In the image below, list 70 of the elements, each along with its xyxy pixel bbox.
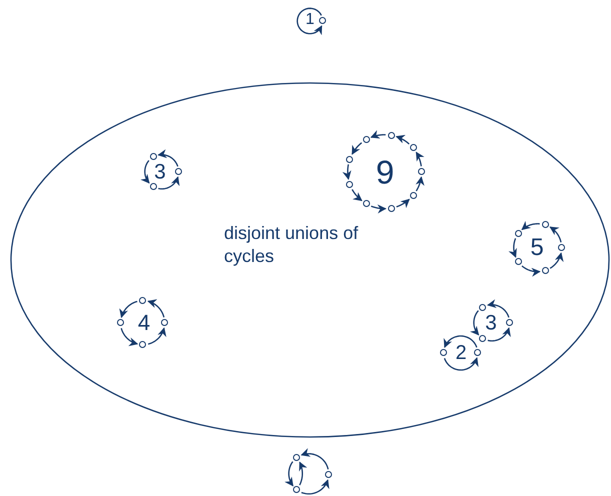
cycle-arrow (444, 357, 479, 371)
cycle-vertex (514, 230, 522, 238)
cycle-length-number: 2 (455, 343, 467, 363)
cycle-length-number: 3 (154, 162, 166, 182)
cycle-arrow (148, 327, 166, 345)
cycle-vertex (542, 221, 549, 228)
cycle-length-number: 9 (376, 156, 394, 188)
cycle-arrow (416, 152, 424, 166)
cycle-arrow (508, 238, 517, 258)
cycle-arrow (342, 164, 352, 180)
cycle-arrow (487, 299, 510, 318)
cycle-vertex (293, 454, 300, 462)
cycle-vertex (161, 319, 168, 326)
cycle-vertex (175, 168, 182, 176)
set-ellipse (10, 82, 610, 438)
cycle-arrow (396, 198, 410, 208)
cycle-vertex (293, 486, 300, 494)
cycle-vertex (150, 182, 157, 190)
cycle-arrow (147, 299, 165, 318)
cycle-arrow (522, 265, 541, 277)
cycle-arrow (119, 300, 138, 318)
cycle-vertex (388, 204, 395, 212)
cycle-arrow (396, 134, 410, 145)
cycle-arrow (488, 327, 511, 342)
region-label: disjoint unions of cycles (224, 222, 359, 268)
cycle-vertex (410, 192, 417, 199)
cycle-vertex (506, 319, 514, 326)
cycle-vertex (479, 334, 486, 342)
cycle-arrow (301, 479, 330, 495)
cycle-vertex (558, 244, 566, 252)
cycle-arrow (550, 252, 564, 269)
cycle-vertex (325, 471, 332, 478)
cycle-arrow (300, 448, 329, 470)
cycle-vertex (362, 136, 370, 144)
cycle-arrow (352, 142, 362, 155)
cycle-arrow (158, 149, 178, 167)
cycle-arrow (444, 335, 478, 348)
cycle-vertex (139, 297, 146, 304)
cycle-arrow (120, 328, 138, 346)
cycle-vertex (410, 144, 417, 152)
cycle-vertex (542, 267, 549, 274)
cycle-vertex (418, 168, 426, 176)
cycle-arrow (470, 310, 480, 336)
cycle-arrow (158, 176, 180, 190)
cycle-vertex (150, 153, 157, 160)
cycle-vertex (117, 319, 124, 326)
cycle-length-number: 3 (485, 312, 497, 334)
cycle-arrow (284, 461, 294, 487)
cycle-arrow (370, 130, 386, 138)
cycle-arrow (352, 189, 362, 202)
cycle-vertex (440, 349, 448, 356)
cycle-vertex (346, 156, 354, 163)
cycle-length-number: 5 (530, 236, 544, 260)
cycle-arrow (140, 160, 150, 184)
cycle-vertex (474, 349, 482, 356)
cycle-arrow (296, 8, 322, 36)
cycle-vertex (362, 200, 370, 208)
cycle-vertex (319, 17, 326, 24)
cycle-arrow (370, 204, 387, 214)
cycle-vertex (514, 258, 522, 266)
cycle-length-number: 1 (306, 12, 314, 28)
cycle-arrow (416, 176, 424, 192)
cycle-arrow (549, 226, 562, 242)
cycle-vertex (139, 341, 146, 348)
cycle-arrow (299, 461, 308, 486)
cycle-length-number: 4 (138, 312, 150, 334)
cycle-vertex (346, 180, 354, 188)
cycle-vertex (479, 304, 486, 311)
cycle-arrow (521, 220, 540, 230)
cycle-vertex (388, 132, 395, 139)
